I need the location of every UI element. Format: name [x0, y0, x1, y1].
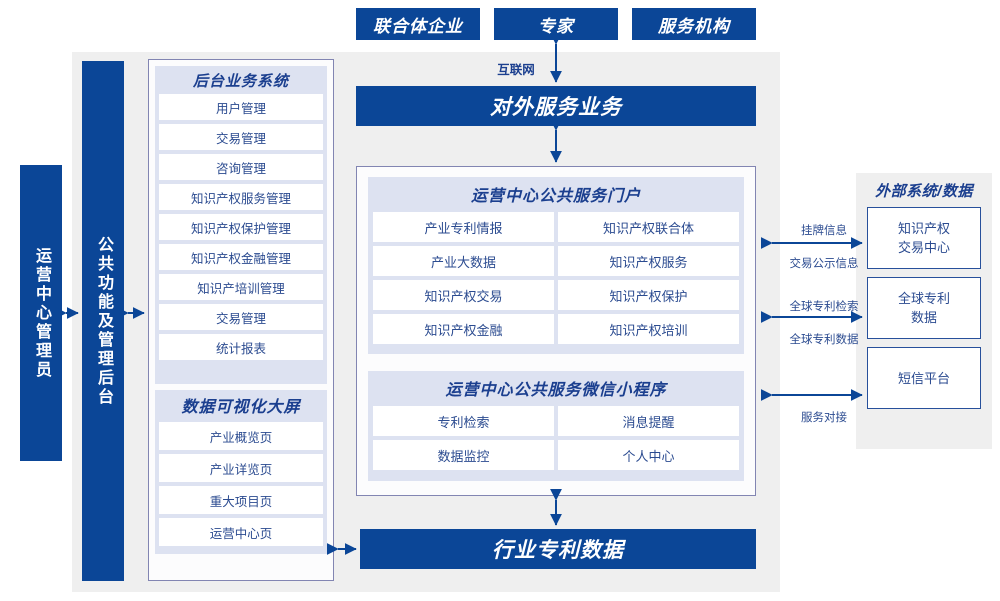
miniprogram-grid: 专利检索 消息提醒 数据监控 个人中心 [373, 406, 739, 470]
backend-item[interactable]: 知识产培训管理 [159, 274, 323, 300]
miniprogram-panel: 运营中心公共服务微信小程序 专利检索 消息提醒 数据监控 个人中心 [368, 371, 744, 481]
industry-patent-data-bar[interactable]: 行业专利数据 [360, 529, 756, 569]
top-actor-label: 服务机构 [658, 16, 730, 36]
portal-item[interactable]: 知识产权服务 [558, 246, 739, 276]
top-actor-label: 联合体企业 [373, 16, 463, 36]
external-link-label-below-2: 服务对接 [801, 412, 847, 424]
portal-item[interactable]: 知识产权培训 [558, 314, 739, 344]
internet-label: 互联网 [497, 63, 535, 77]
industry-patent-data-label: 行业专利数据 [492, 539, 624, 562]
platform-backend-bar[interactable]: 公共功能及管理后台 [82, 61, 124, 581]
operator-admin-bar[interactable]: 运营中心管理员 [20, 165, 62, 461]
backend-item[interactable]: 用户管理 [159, 94, 323, 120]
external-system-box-2[interactable]: 短信平台 [867, 347, 981, 409]
visualization-item[interactable]: 重大项目页 [159, 486, 323, 514]
miniprogram-title: 运营中心公共服务微信小程序 [445, 382, 667, 399]
backend-item[interactable]: 交易管理 [159, 304, 323, 330]
visualization-item[interactable]: 产业概览页 [159, 422, 323, 450]
external-system-label: 知识产权 交易中心 [897, 221, 950, 255]
external-service-bar[interactable]: 对外服务业务 [356, 86, 756, 126]
backend-item[interactable]: 交易管理 [159, 124, 323, 150]
backend-item[interactable]: 咨询管理 [159, 154, 323, 180]
external-system-label: 全球专利 数据 [897, 291, 950, 325]
portal-item[interactable]: 产业大数据 [373, 246, 554, 276]
backend-item[interactable]: 知识产权服务管理 [159, 184, 323, 210]
external-link-label-above-1: 全球专利检索 [789, 301, 859, 313]
backend-item[interactable]: 知识产权金融管理 [159, 244, 323, 270]
backend-system-title: 后台业务系统 [192, 73, 289, 90]
visualization-panel: 数据可视化大屏 产业概览页 产业详览页 重大项目页 运营中心页 [155, 390, 327, 554]
external-link-label-below-1: 全球专利数据 [789, 334, 859, 346]
visualization-title: 数据可视化大屏 [181, 399, 301, 416]
portal-item[interactable]: 知识产权金融 [373, 314, 554, 344]
backend-item[interactable]: 统计报表 [159, 334, 323, 360]
external-system-box-0[interactable]: 知识产权 交易中心 [867, 207, 981, 269]
external-link-label-below-0: 交易公示信息 [789, 258, 859, 270]
external-system-label: 短信平台 [897, 370, 950, 386]
backend-system-panel: 后台业务系统 用户管理 交易管理 咨询管理 知识产权服务管理 知识产权保护管理 … [155, 66, 327, 384]
external-system-box-1[interactable]: 全球专利 数据 [867, 277, 981, 339]
top-actor-label: 专家 [538, 16, 574, 36]
top-actor-0[interactable]: 联合体企业 [356, 8, 480, 40]
public-portal-title: 运营中心公共服务门户 [470, 188, 641, 205]
miniprogram-item[interactable]: 个人中心 [558, 440, 739, 470]
portal-item[interactable]: 知识产权交易 [373, 280, 554, 310]
top-actor-1[interactable]: 专家 [494, 8, 618, 40]
miniprogram-item[interactable]: 消息提醒 [558, 406, 739, 436]
external-systems-title: 外部系统/数据 [875, 183, 973, 200]
portal-item[interactable]: 产业专利情报 [373, 212, 554, 242]
miniprogram-item[interactable]: 专利检索 [373, 406, 554, 436]
public-portal-panel: 运营中心公共服务门户 产业专利情报 知识产权联合体 产业大数据 知识产权服务 知… [368, 177, 744, 354]
visualization-item[interactable]: 产业详览页 [159, 454, 323, 482]
portal-item[interactable]: 知识产权保护 [558, 280, 739, 310]
portal-item[interactable]: 知识产权联合体 [558, 212, 739, 242]
public-portal-grid: 产业专利情报 知识产权联合体 产业大数据 知识产权服务 知识产权交易 知识产权保… [373, 212, 739, 344]
platform-backend-label: 公共功能及管理后台 [95, 235, 112, 407]
operator-admin-label: 运营中心管理员 [33, 246, 50, 380]
external-link-label-above-0: 挂牌信息 [801, 225, 847, 237]
backend-item[interactable]: 知识产权保护管理 [159, 214, 323, 240]
miniprogram-item[interactable]: 数据监控 [373, 440, 554, 470]
visualization-item[interactable]: 运营中心页 [159, 518, 323, 546]
external-service-label: 对外服务业务 [490, 96, 622, 119]
top-actor-2[interactable]: 服务机构 [632, 8, 756, 40]
